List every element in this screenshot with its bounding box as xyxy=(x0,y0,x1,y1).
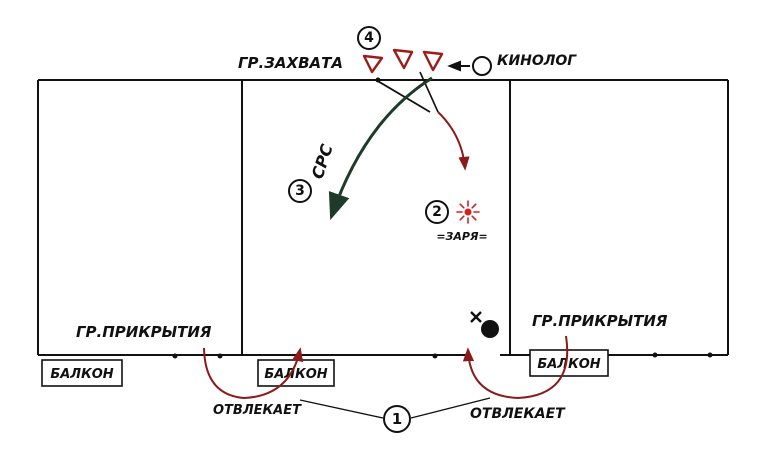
dog-handler-label: КИНОЛОГ xyxy=(497,53,577,69)
balcony-left-label: БАЛКОН xyxy=(50,367,113,382)
cover-group-left-label: ГР.ПРИКРЫТИЯ xyxy=(76,323,212,341)
flash-grenade-icon xyxy=(456,200,480,224)
balcony-middle-label: БАЛКОН xyxy=(264,367,327,382)
entry-line xyxy=(375,79,431,113)
target-dot-icon xyxy=(481,320,499,338)
target-cross-icon xyxy=(470,311,482,323)
step-3-number: 3 xyxy=(295,183,305,199)
distract-arrow-left xyxy=(203,347,304,400)
step-1-circle xyxy=(383,405,411,433)
balcony-left xyxy=(41,359,123,387)
wall-dot xyxy=(172,353,178,359)
step-4-number: 4 xyxy=(364,30,374,46)
step-2-number: 2 xyxy=(432,204,442,220)
wall-dot xyxy=(217,353,223,359)
balcony-right xyxy=(529,349,609,377)
step-1-leader-line xyxy=(299,399,384,419)
step-4-circle xyxy=(357,26,381,50)
distracts-left-label: ОТВЛЕКАЕТ xyxy=(213,403,302,418)
capture-triangle-icon xyxy=(422,50,444,72)
srs-label: СРС xyxy=(308,142,337,182)
distract-arrow-right xyxy=(462,335,569,400)
entry-line xyxy=(419,71,439,113)
balcony-right-label: БАЛКОН xyxy=(537,357,600,372)
wall-dot xyxy=(707,352,713,358)
step-3-circle xyxy=(288,179,312,203)
srs-sweep-arrow xyxy=(328,76,433,221)
step-1-leader-line xyxy=(410,397,491,419)
dog-handler-icon xyxy=(472,56,492,76)
cover-group-right-label: ГР.ПРИКРЫТИЯ xyxy=(532,312,668,330)
capture-path-arrow xyxy=(437,111,470,171)
capture-group-label: ГР.ЗАХВАТА xyxy=(238,54,343,72)
target-marker xyxy=(470,311,499,338)
capture-group-triangles xyxy=(362,48,444,74)
distracts-right-label: ОТВЛЕКАЕТ xyxy=(470,406,566,422)
step-2-circle xyxy=(425,200,449,224)
balconies xyxy=(41,349,609,387)
wall-dot xyxy=(652,352,658,358)
balcony-middle xyxy=(257,359,335,387)
capture-triangle-icon xyxy=(392,48,414,70)
flash-grenade-label: =ЗАРЯ= xyxy=(436,230,487,243)
step-1-number: 1 xyxy=(392,410,402,428)
capture-triangle-icon xyxy=(362,54,384,74)
wall-dot xyxy=(432,353,438,359)
